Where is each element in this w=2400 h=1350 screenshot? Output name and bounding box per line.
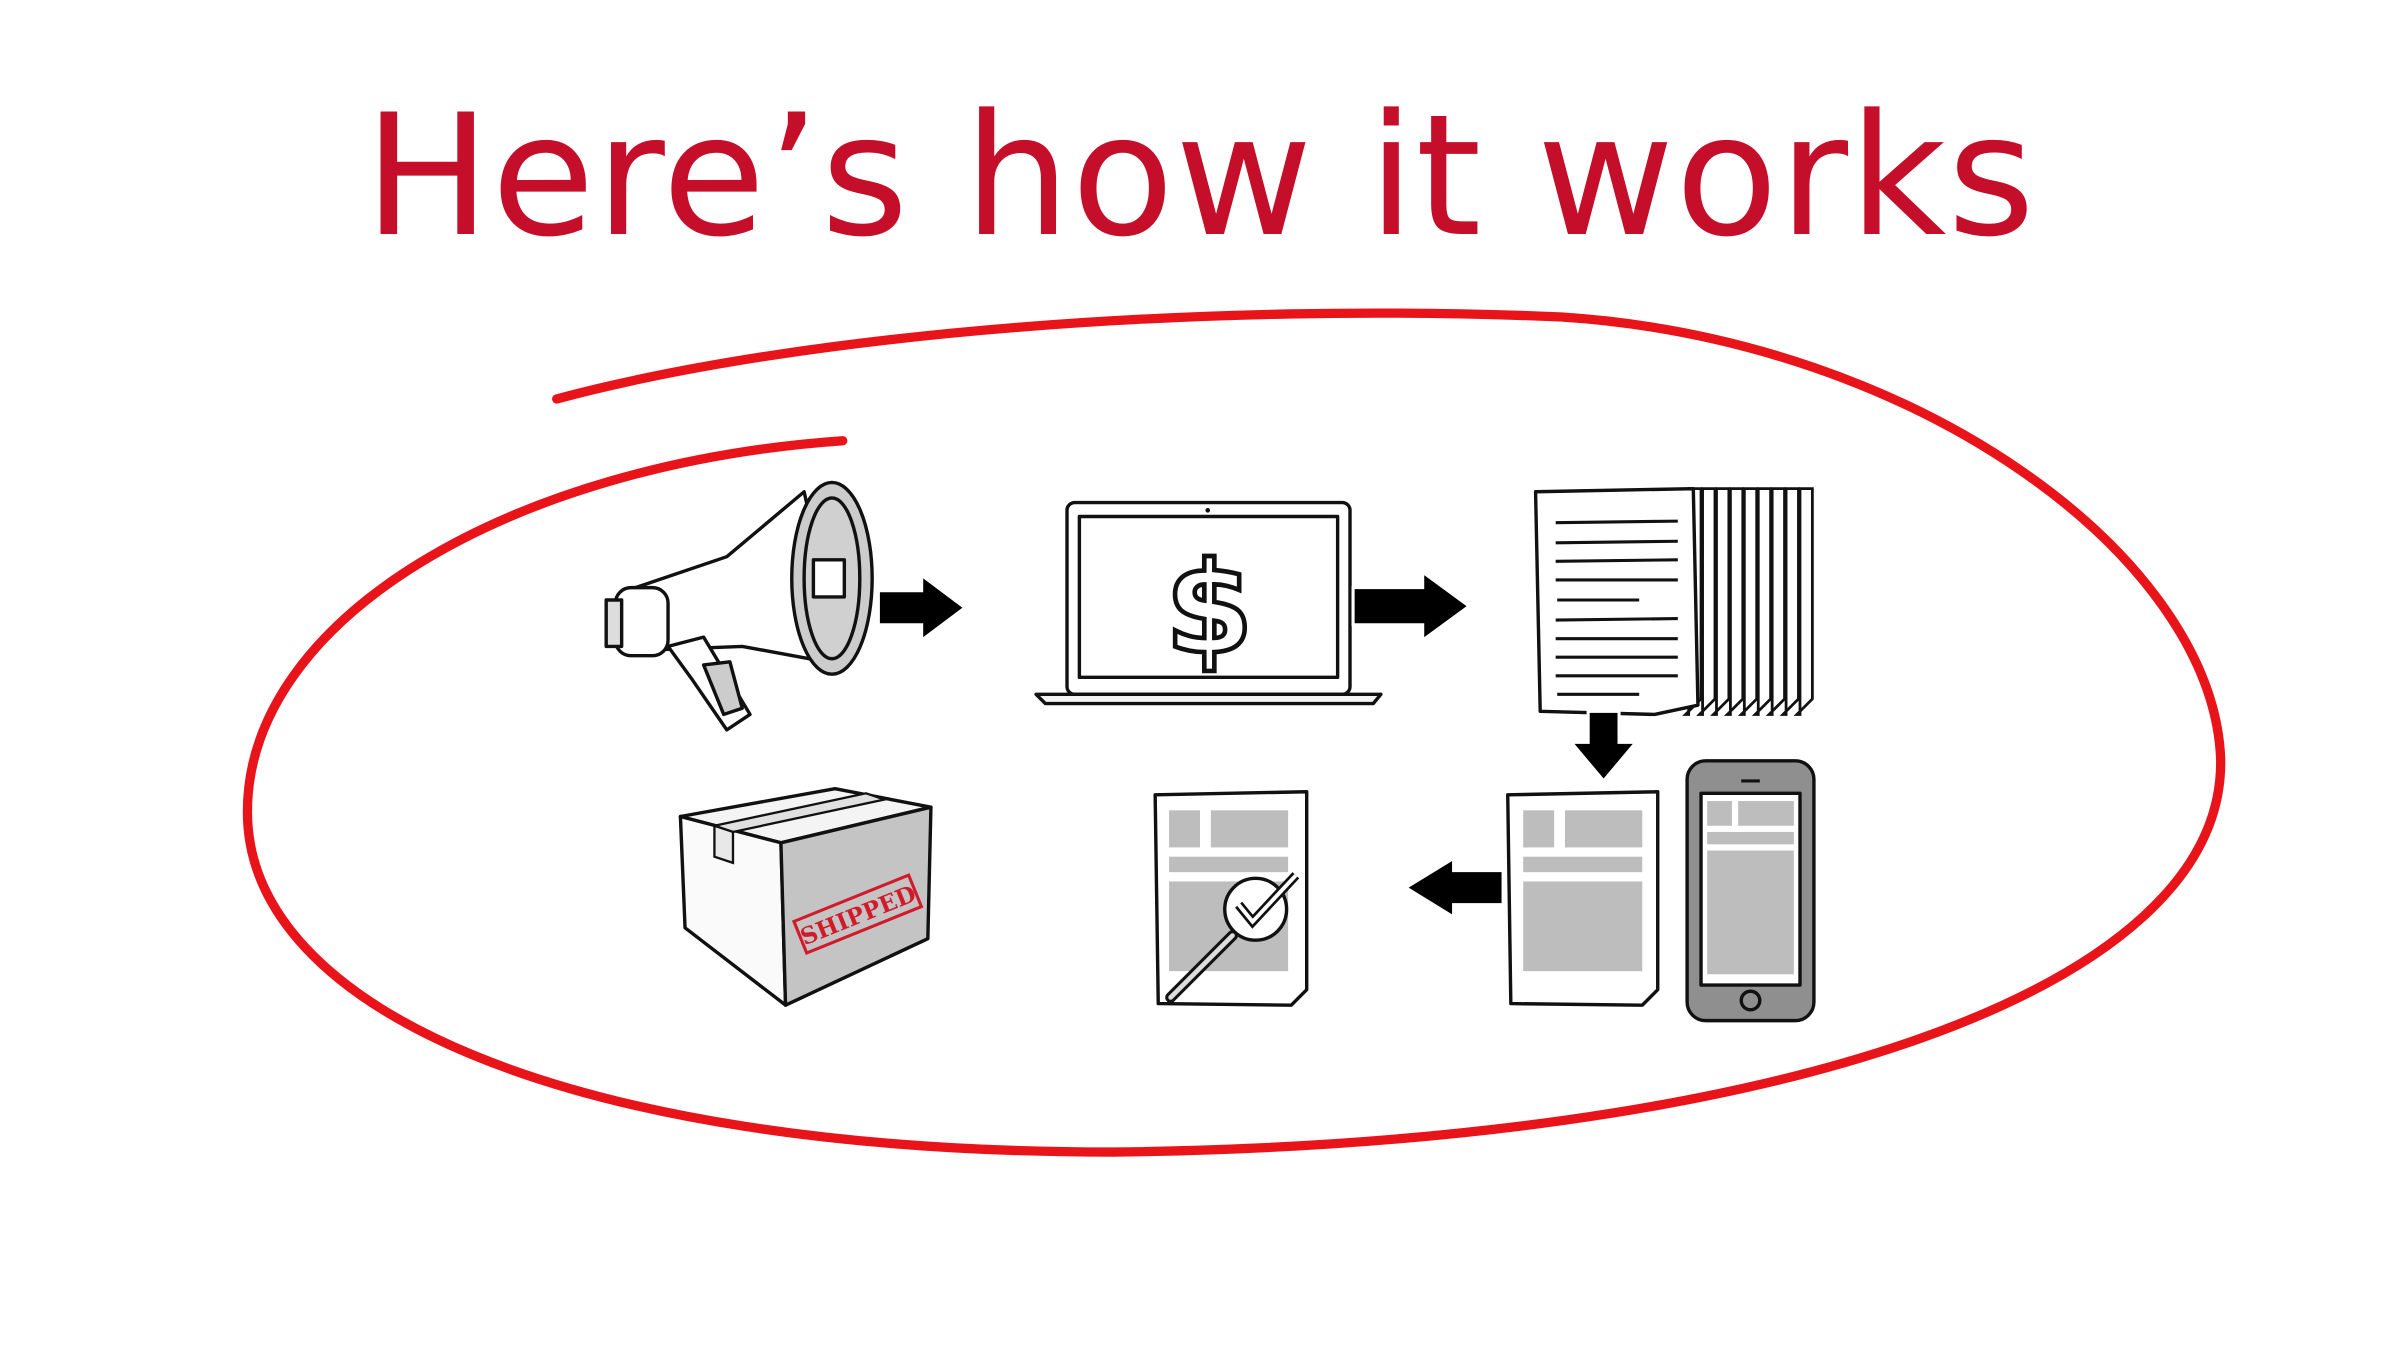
arrow-right-icon <box>876 572 968 644</box>
arrow-left-icon <box>1402 855 1505 920</box>
stacked-page-edge <box>1793 487 1814 716</box>
red-circle-outline <box>242 308 2226 1157</box>
document-review-icon <box>1153 790 1309 1007</box>
document-stack-icon <box>1533 486 1814 717</box>
arrow-down-icon <box>1567 709 1640 784</box>
stacked-page-edge <box>1723 487 1745 716</box>
dollar-sign: $ <box>1165 535 1253 683</box>
page-title: Here’s how it works <box>364 78 2036 274</box>
arrow-right-icon <box>1351 569 1472 644</box>
stacked-page-edge <box>1696 487 1717 716</box>
stacked-page-edge <box>1751 487 1773 716</box>
stacked-page-edge <box>1737 487 1759 716</box>
laptop-dollar-icon: $ <box>1034 500 1383 706</box>
stacked-page-edge <box>1779 487 1800 716</box>
shipped-box-icon: SHIPPED <box>678 786 933 1007</box>
megaphone-icon <box>604 480 874 732</box>
web-page-icon <box>1506 790 1660 1007</box>
stacked-page-edge <box>1765 487 1786 716</box>
smartphone-icon <box>1685 759 1816 1023</box>
stacked-page-edge <box>1710 487 1731 716</box>
